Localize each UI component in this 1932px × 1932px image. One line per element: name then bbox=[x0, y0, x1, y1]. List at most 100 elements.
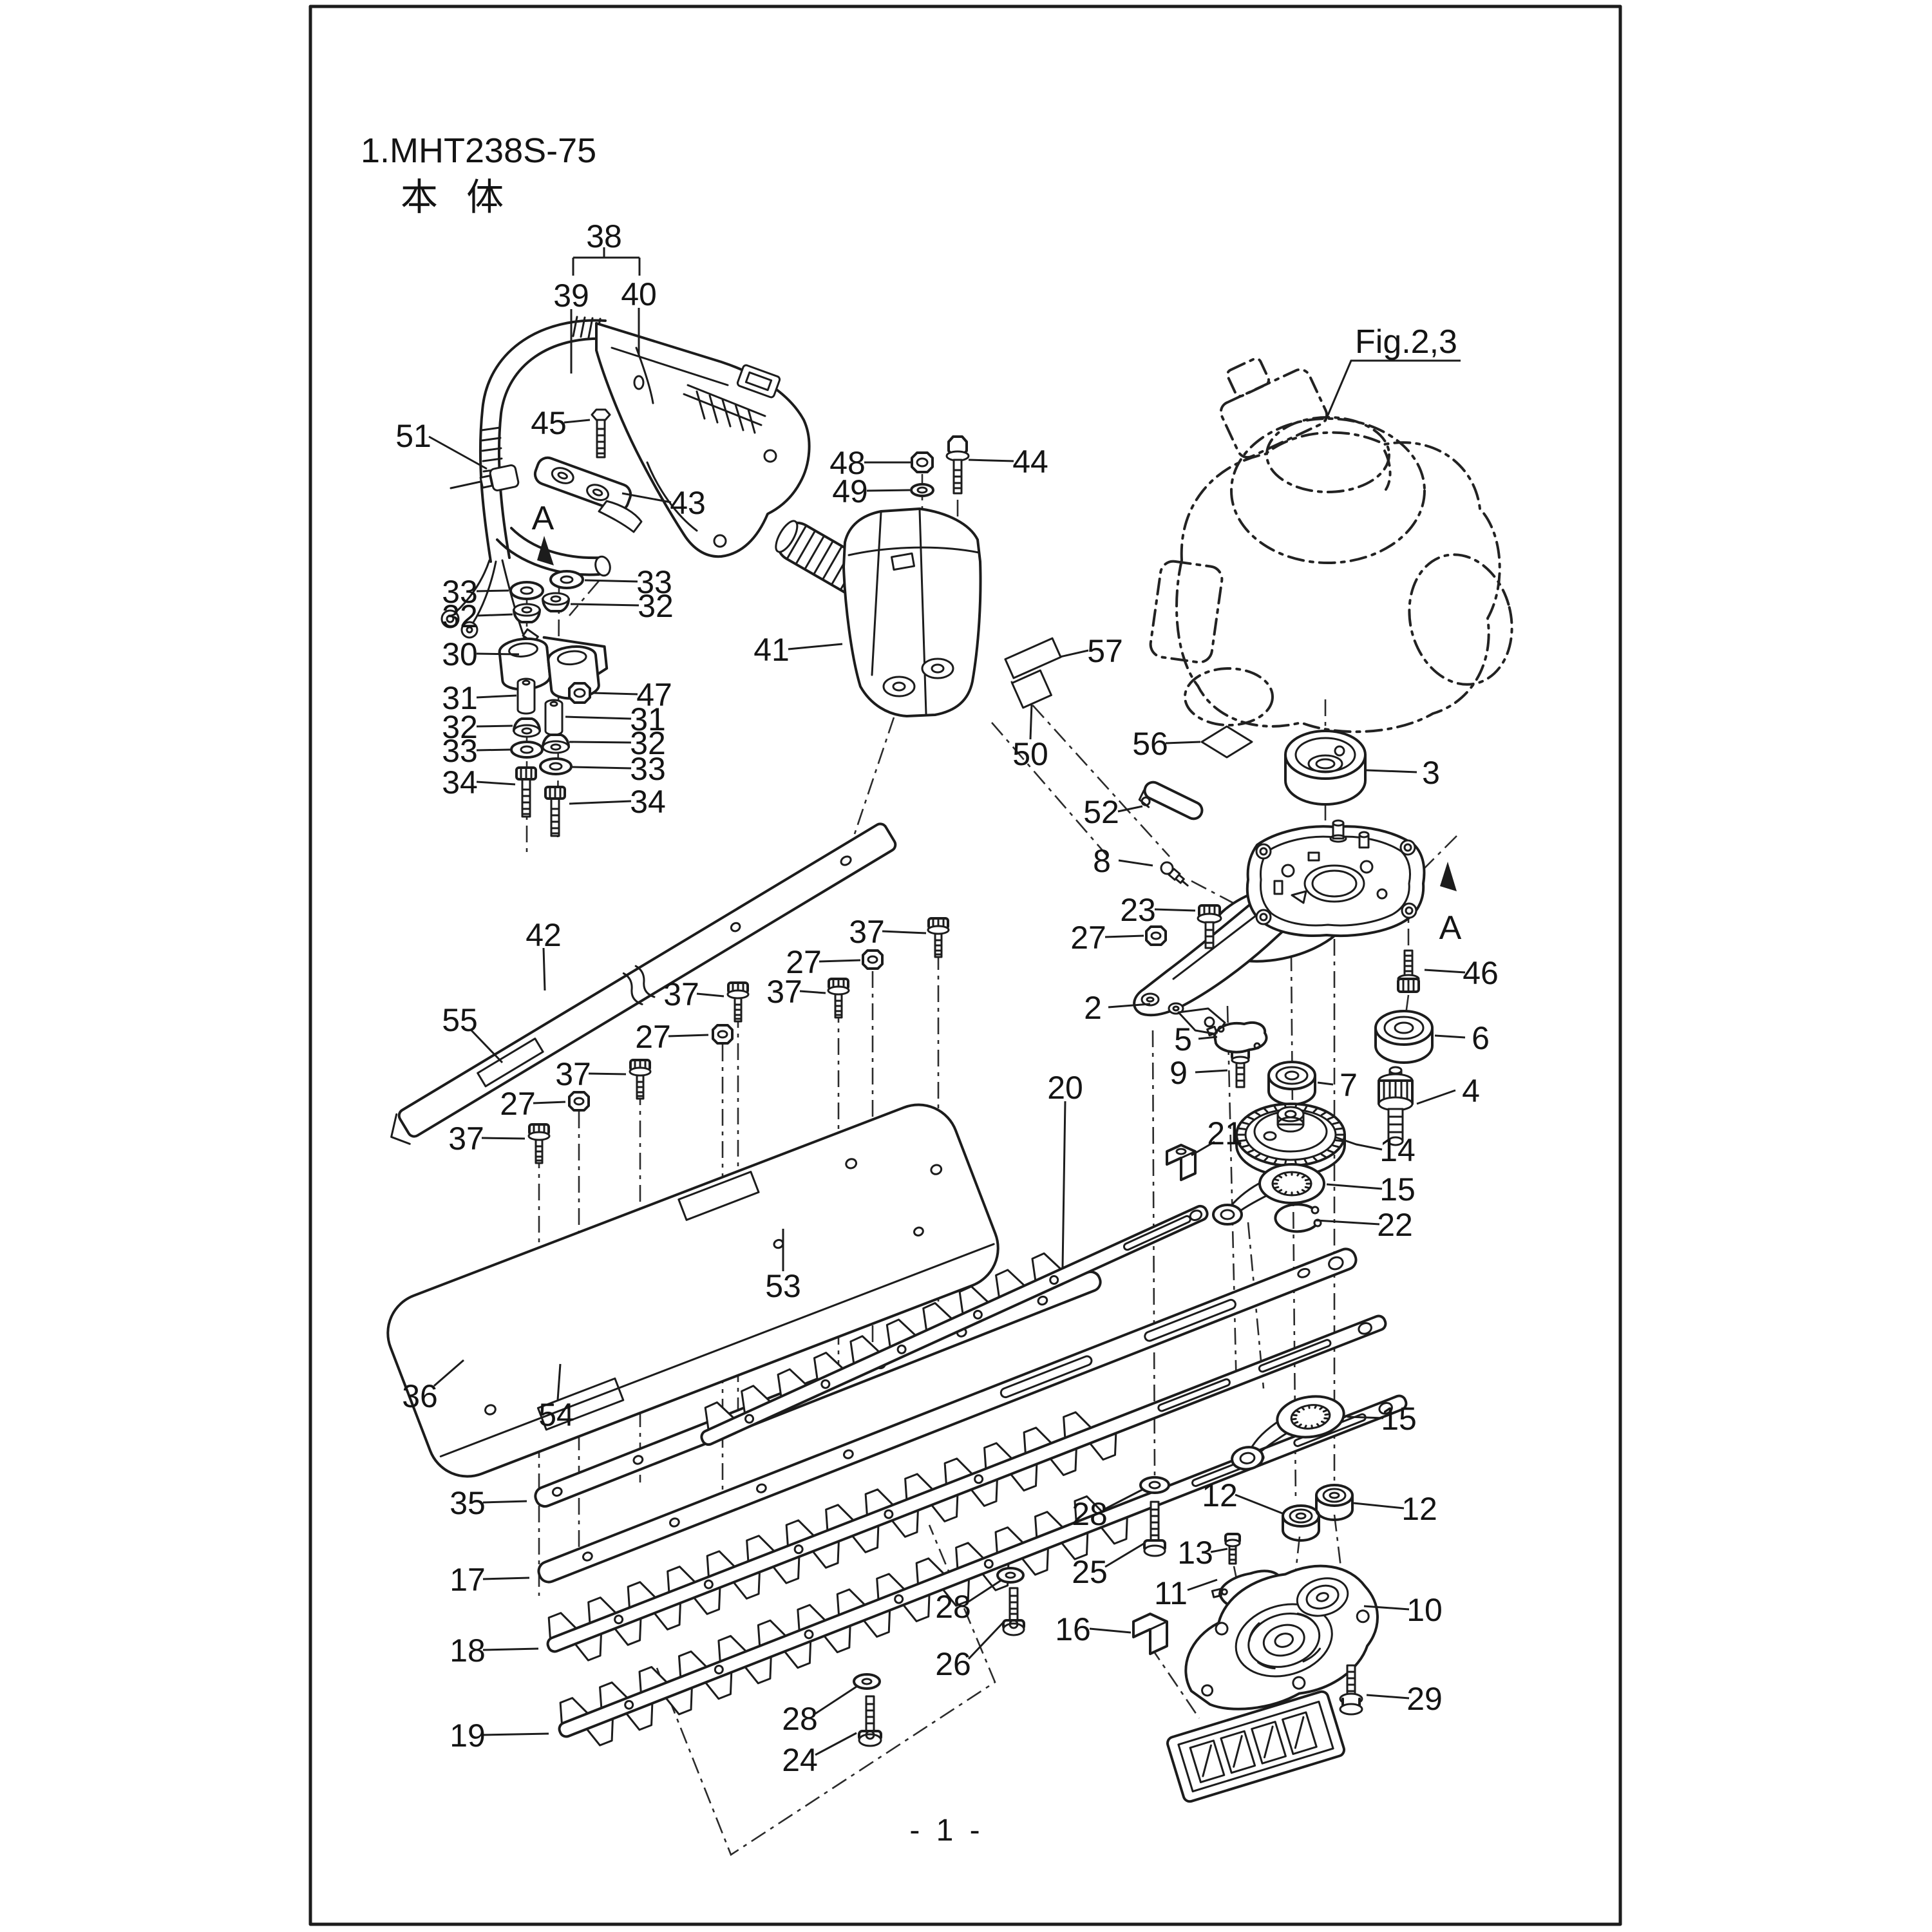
part-label-54: 54 bbox=[538, 1397, 574, 1433]
bolt-46 bbox=[1397, 949, 1420, 993]
leader-line-17 bbox=[482, 1577, 530, 1580]
nut-48 bbox=[911, 451, 934, 473]
view-arrow-a1 bbox=[537, 536, 554, 565]
leader-line-27 bbox=[1104, 934, 1144, 938]
leader-line-4 bbox=[1416, 1089, 1456, 1105]
part-label-37: 37 bbox=[766, 974, 802, 1010]
part-label-45: 45 bbox=[531, 405, 567, 441]
leader-line-11 bbox=[1187, 1578, 1218, 1591]
screw-13 bbox=[1224, 1533, 1241, 1565]
view-marker-arrows bbox=[537, 536, 1457, 891]
part-label-57: 57 bbox=[1087, 633, 1123, 669]
leader-line-27 bbox=[533, 1101, 566, 1104]
clip-21 bbox=[1166, 1144, 1197, 1181]
bolt-44 bbox=[945, 435, 970, 495]
leader-line-34 bbox=[476, 781, 516, 786]
grommet-32 bbox=[513, 717, 541, 738]
leader-line-18 bbox=[482, 1647, 539, 1651]
part-label-15: 15 bbox=[1381, 1401, 1417, 1437]
part-label-13: 13 bbox=[1177, 1535, 1213, 1571]
cushion-3 bbox=[1284, 730, 1367, 806]
leader-line-47 bbox=[592, 692, 638, 696]
part-label-34: 34 bbox=[630, 784, 666, 820]
snap-ring-22 bbox=[1274, 1203, 1322, 1233]
blade-cover-36 bbox=[386, 1103, 999, 1478]
part-label-39: 39 bbox=[553, 278, 589, 314]
cutter-blade-18 bbox=[546, 1314, 1387, 1662]
nut-47 bbox=[568, 682, 591, 704]
part-label-7: 7 bbox=[1340, 1067, 1358, 1103]
label-bracket-38 bbox=[572, 256, 641, 276]
leader-line-33 bbox=[571, 766, 632, 770]
bolt-37 bbox=[827, 978, 850, 1019]
cutter-blade-19 bbox=[558, 1394, 1408, 1747]
part-label-37: 37 bbox=[663, 976, 699, 1012]
leader-line-2 bbox=[1108, 1003, 1151, 1009]
leader-line-15 bbox=[1326, 1183, 1383, 1190]
part-label-41: 41 bbox=[753, 632, 790, 668]
bolt-37 bbox=[629, 1059, 652, 1100]
leader-line-27 bbox=[819, 959, 861, 963]
part-label-38: 38 bbox=[586, 218, 622, 254]
leader-line-14 bbox=[1335, 1136, 1383, 1151]
front-guard-assembly bbox=[775, 435, 1253, 820]
view-marker-a2: A bbox=[1439, 909, 1462, 947]
collar-31 bbox=[516, 677, 536, 715]
leader-line-31 bbox=[565, 715, 632, 720]
handle-clamp-43 bbox=[533, 456, 643, 533]
leader-line-37 bbox=[481, 1137, 526, 1140]
leader-line-44 bbox=[968, 459, 1014, 462]
leader-line-37 bbox=[799, 990, 826, 994]
part-label-26: 26 bbox=[935, 1646, 971, 1682]
part-label-23: 23 bbox=[1120, 892, 1156, 928]
leader-line-37 bbox=[696, 992, 724, 998]
part-label-43: 43 bbox=[670, 485, 706, 521]
leader-line-3 bbox=[1366, 769, 1417, 773]
part-label-27: 27 bbox=[786, 944, 822, 980]
washer-33 bbox=[539, 757, 573, 775]
cushion-30 bbox=[498, 636, 609, 700]
part-label-12: 12 bbox=[1202, 1477, 1238, 1513]
part-label-11: 11 bbox=[1154, 1575, 1188, 1611]
figure-reference-leader bbox=[1324, 359, 1461, 422]
leader-line-54 bbox=[556, 1363, 562, 1401]
part-label-21: 21 bbox=[1207, 1115, 1243, 1151]
bolt-37 bbox=[726, 981, 750, 1023]
bearing-12 bbox=[1315, 1484, 1354, 1521]
part-label-30: 30 bbox=[442, 636, 478, 672]
blade-hardware bbox=[527, 917, 950, 1164]
leader-line-16 bbox=[1089, 1627, 1132, 1634]
leader-line-50 bbox=[1029, 703, 1033, 740]
part-label-31: 31 bbox=[630, 701, 666, 737]
leader-line-51 bbox=[428, 435, 488, 470]
figure-reference: Fig.2,3 bbox=[1355, 323, 1457, 361]
hand-guard bbox=[775, 507, 982, 717]
bolt-26 bbox=[1002, 1587, 1025, 1636]
leader-line-32 bbox=[569, 741, 632, 744]
leader-line-22 bbox=[1316, 1219, 1380, 1226]
washer-33 bbox=[510, 741, 544, 759]
part-label-2: 2 bbox=[1084, 990, 1102, 1026]
part-label-32: 32 bbox=[638, 588, 674, 624]
nut-27 bbox=[712, 1024, 734, 1045]
bolt-25 bbox=[1143, 1501, 1166, 1557]
part-label-37: 37 bbox=[448, 1121, 484, 1157]
loop-handle-assembly bbox=[440, 316, 811, 677]
leader-line-24 bbox=[815, 1732, 857, 1756]
part-label-51: 51 bbox=[395, 418, 431, 454]
part-label-10: 10 bbox=[1406, 1592, 1443, 1628]
gear-case-assembly bbox=[1133, 819, 1434, 1233]
part-label-25: 25 bbox=[1072, 1554, 1108, 1590]
washer-33 bbox=[549, 570, 584, 589]
part-label-37: 37 bbox=[555, 1056, 591, 1092]
view-marker-a1: A bbox=[532, 500, 554, 537]
connecting-rod-15 bbox=[1231, 1395, 1345, 1471]
leader-line-27 bbox=[668, 1034, 709, 1037]
part-label-44: 44 bbox=[1012, 444, 1048, 480]
part-label-46: 46 bbox=[1463, 955, 1499, 991]
bolt-37 bbox=[927, 917, 950, 958]
bleeder-8 bbox=[1160, 861, 1189, 887]
gear-14 bbox=[1235, 1103, 1346, 1177]
leader-line-33 bbox=[584, 579, 638, 583]
bolt-34 bbox=[515, 766, 537, 818]
